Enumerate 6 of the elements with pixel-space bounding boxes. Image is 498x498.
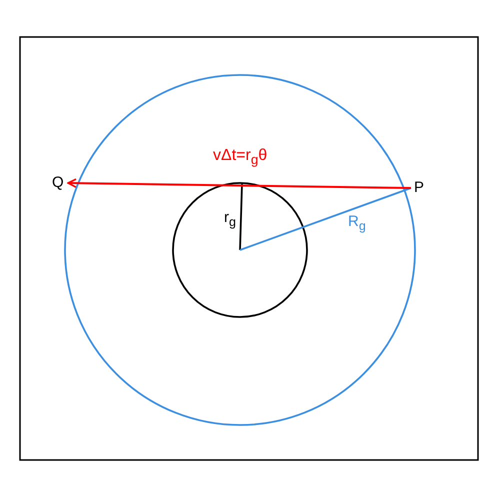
point-label: P: [414, 180, 424, 196]
edge-label: vΔt=r$_{g}$θ: [213, 148, 268, 168]
point-label: Q: [52, 175, 64, 191]
arrow: [67, 178, 412, 189]
radius-label: r$_{g}$: [224, 210, 236, 230]
radius-label: R$_{g}$: [348, 214, 366, 234]
